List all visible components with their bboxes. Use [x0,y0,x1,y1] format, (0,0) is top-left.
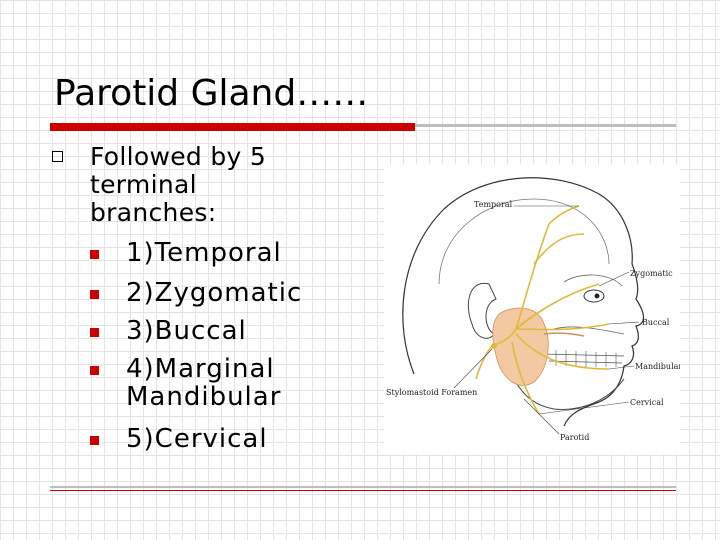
label-stylomastoid-foramen: Stylomastoid Foramen [386,388,477,397]
branch-label: 5)Cervical [126,424,268,454]
stylomastoid-point [491,343,497,349]
branch-label: 4)Marginal [126,354,275,384]
skull-line [438,198,610,285]
footer-divider-red [50,490,676,491]
red-square-bullet-icon [90,366,99,375]
hollow-square-bullet-icon [52,151,63,162]
facial-nerve-diagram: Temporal Zygomatic Buccal Mandibular Cer… [384,164,682,454]
label-buccal: Buccal [642,318,670,327]
label-mandibular: Mandibular [635,362,680,371]
red-square-bullet-icon [90,250,99,259]
intro-line: terminal [90,170,197,199]
slide-title: Parotid Gland…… [54,73,369,114]
pupil [594,293,600,299]
red-square-bullet-icon [90,290,99,299]
ear-outline [467,282,497,339]
branch-label-continuation: Mandibular [126,382,282,412]
main-bullet-text: Followed by 5 terminal branches: [90,143,380,227]
label-temporal: Temporal [474,200,513,209]
facial-nerve-illustration: Temporal Zygomatic Buccal Mandibular Cer… [386,177,682,442]
branch-label: 1)Temporal [126,238,282,268]
red-square-bullet-icon [90,436,99,445]
branch-label: 2)Zygomatic [126,278,303,308]
red-square-bullet-icon [90,328,99,337]
label-parotid: Parotid [560,433,589,442]
intro-line: Followed by 5 [90,142,267,171]
eye-outline [583,289,605,303]
intro-line: branches: [90,198,217,227]
branch-label: 3)Buccal [126,316,247,346]
facial-nerve-branches [475,205,610,415]
head-outline [402,177,645,427]
label-cervical: Cervical [630,398,664,407]
title-divider-red [50,123,415,131]
footer-divider-gray [50,486,676,488]
label-zygomatic: Zygomatic [630,269,673,278]
